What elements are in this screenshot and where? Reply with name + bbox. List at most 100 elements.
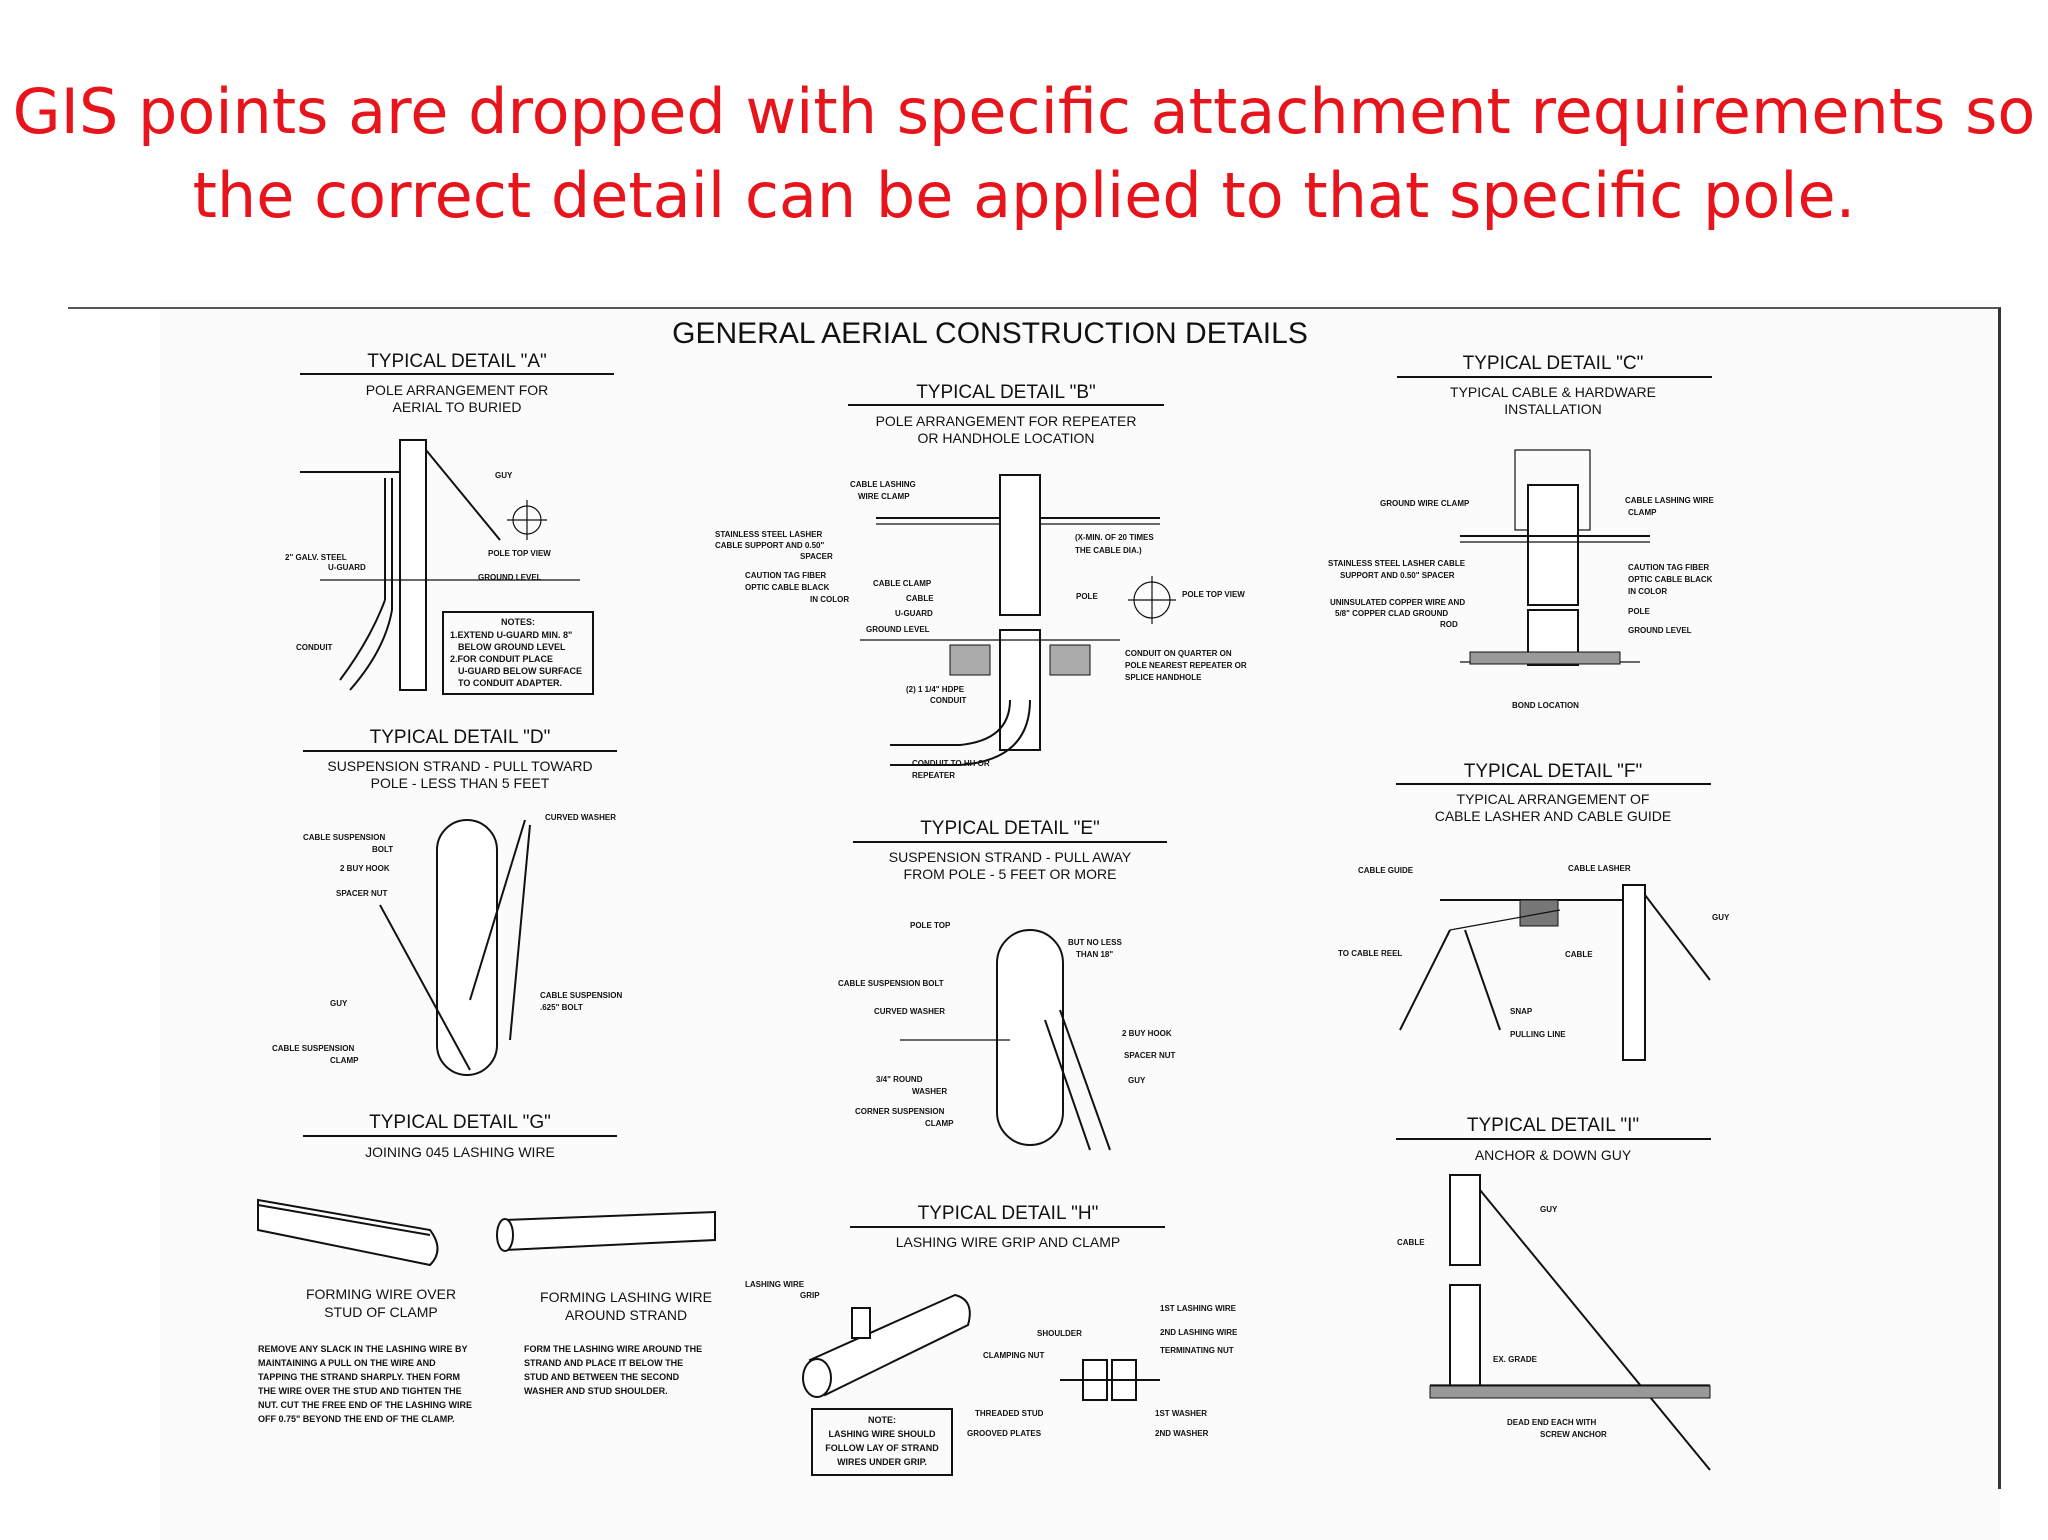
detail-f-sub-2: CABLE LASHER AND CABLE GUIDE	[1435, 808, 1672, 824]
detail-c-label-2: CABLE LASHING WIRE	[1625, 496, 1715, 505]
detail-f-label-3: GUY	[1712, 913, 1730, 922]
detail-h-label-8: THREADED STUD	[975, 1409, 1044, 1418]
detail-b-label-21: SPLICE HANDHOLE	[1125, 673, 1202, 682]
detail-g-text1-line-6: OFF 0.75" BEYOND THE END OF THE CLAMP.	[258, 1414, 455, 1424]
detail-a-note-4: U-GUARD BELOW SURFACE	[458, 666, 582, 676]
detail-g-sub-1: JOINING 045 LASHING WIRE	[365, 1144, 555, 1160]
detail-c-label-10: UNINSULATED COPPER WIRE AND	[1330, 598, 1465, 607]
detail-g-text2-line-2: STRAND AND PLACE IT BELOW THE	[524, 1358, 683, 1368]
detail-d-label-7: CABLE SUSPENSION	[540, 991, 622, 1000]
detail-d-label-6: GUY	[330, 999, 348, 1008]
detail-h-note-title: NOTE:	[868, 1415, 896, 1425]
detail-g-text1-line-1: REMOVE ANY SLACK IN THE LASHING WIRE BY	[258, 1344, 468, 1354]
detail-c: TYPICAL DETAIL "C" TYPICAL CABLE & HARDW…	[1328, 353, 1715, 710]
detail-e-title: TYPICAL DETAIL "E"	[920, 818, 1100, 839]
detail-i-label-3: EX. GRADE	[1493, 1355, 1538, 1364]
detail-g-caption-2b: AROUND STRAND	[565, 1307, 687, 1323]
detail-e-label-7: SPACER NUT	[1124, 1051, 1176, 1060]
detail-i: TYPICAL DETAIL "I" ANCHOR & DOWN GUY GUY…	[1396, 1115, 1711, 1471]
detail-h-label-9: GROOVED PLATES	[967, 1429, 1042, 1438]
detail-h-sub-1: LASHING WIRE GRIP AND CLAMP	[896, 1234, 1121, 1250]
detail-b-label-6: CAUTION TAG FIBER	[745, 571, 826, 580]
detail-f-label-5: CABLE	[1565, 950, 1593, 959]
detail-h: TYPICAL DETAIL "H" LASHING WIRE GRIP AND…	[745, 1203, 1238, 1476]
detail-b-label-4: CABLE SUPPORT AND 0.50"	[715, 541, 825, 550]
detail-a-label-ground: GROUND LEVEL	[478, 573, 542, 582]
detail-e-sub-1: SUSPENSION STRAND - PULL AWAY	[889, 849, 1132, 865]
detail-h-label-6: TERMINATING NUT	[1160, 1346, 1234, 1355]
detail-e-label-10: WASHER	[912, 1087, 947, 1096]
detail-a-note-1: 1.EXTEND U-GUARD MIN. 8"	[450, 630, 572, 640]
detail-a-label-pole-top: POLE TOP VIEW	[488, 549, 551, 558]
detail-g-text2-line-1: FORM THE LASHING WIRE AROUND THE	[524, 1344, 702, 1354]
detail-d-sub-2: POLE - LESS THAN 5 FEET	[371, 775, 550, 791]
detail-b-label-8: IN COLOR	[810, 595, 849, 604]
detail-d-label-9: CABLE SUSPENSION	[272, 1044, 354, 1053]
detail-h-label-11: 2ND WASHER	[1155, 1429, 1209, 1438]
detail-h-label-3: SHOULDER	[1037, 1329, 1082, 1338]
detail-g-text1-line-3: TAPPING THE STRAND SHARPLY. THEN FORM	[258, 1372, 460, 1382]
detail-e-label-11: CORNER SUSPENSION	[855, 1107, 945, 1116]
detail-g-caption-1b: STUD OF CLAMP	[324, 1304, 438, 1320]
detail-i-label-4: DEAD END EACH WITH	[1507, 1418, 1597, 1427]
detail-g-text1-line-4: THE WIRE OVER THE STUD AND TIGHTEN THE	[258, 1386, 462, 1396]
detail-b-label-11: U-GUARD	[895, 609, 933, 618]
detail-b-label-23: REPEATER	[912, 771, 955, 780]
detail-b-label-18: CONDUIT	[930, 696, 967, 705]
detail-g-caption-1a: FORMING WIRE OVER	[306, 1286, 456, 1302]
detail-i-label-5: SCREW ANCHOR	[1540, 1430, 1607, 1439]
detail-d-label-5: SPACER NUT	[336, 889, 388, 898]
detail-b-sub-2: OR HANDHOLE LOCATION	[917, 430, 1094, 446]
detail-a-sub-2: AERIAL TO BURIED	[393, 399, 522, 415]
detail-g-text2-line-4: WASHER AND STUD SHOULDER.	[524, 1386, 668, 1396]
detail-a-note-5: TO CONDUIT ADAPTER.	[458, 678, 562, 688]
detail-b-label-22: CONDUIT TO HH OR	[912, 759, 990, 768]
detail-h-label-2: GRIP	[800, 1291, 820, 1300]
detail-h-label-10: 1ST WASHER	[1155, 1409, 1207, 1418]
detail-d-label-2: CABLE SUSPENSION	[303, 833, 385, 842]
detail-d-label-4: 2 BUY HOOK	[340, 864, 390, 873]
detail-a-title: TYPICAL DETAIL "A"	[367, 351, 547, 372]
detail-f-title: TYPICAL DETAIL "F"	[1464, 761, 1643, 782]
detail-f-label-6: SNAP	[1510, 1007, 1533, 1016]
detail-g-text1-line-5: NUT. CUT THE FREE END OF THE LASHING WIR…	[258, 1400, 472, 1410]
detail-e: TYPICAL DETAIL "E" SUSPENSION STRAND - P…	[838, 818, 1176, 1151]
detail-h-note-3: WIRES UNDER GRIP.	[837, 1457, 927, 1467]
detail-d-label-3: BOLT	[372, 845, 393, 854]
detail-a-note-3: 2.FOR CONDUIT PLACE	[450, 654, 553, 664]
detail-b-title: TYPICAL DETAIL "B"	[916, 382, 1096, 403]
detail-b-label-19: CONDUIT ON QUARTER ON	[1125, 649, 1232, 658]
detail-b-label-14: THE CABLE DIA.)	[1075, 546, 1142, 555]
detail-c-label-12: ROD	[1440, 620, 1458, 629]
detail-f-label-4: TO CABLE REEL	[1338, 949, 1402, 958]
detail-a-sub-1: POLE ARRANGEMENT FOR	[366, 382, 549, 398]
detail-c-label-13: GROUND LEVEL	[1628, 626, 1692, 635]
detail-b-label-7: OPTIC CABLE BLACK	[745, 583, 830, 592]
detail-h-note-1: LASHING WIRE SHOULD	[829, 1429, 936, 1439]
detail-f-label-7: PULLING LINE	[1510, 1030, 1566, 1039]
drawing-sheet-frame	[68, 307, 2001, 1489]
detail-b-sub-1: POLE ARRANGEMENT FOR REPEATER	[876, 413, 1137, 429]
detail-h-note-2: FOLLOW LAY OF STRAND	[825, 1443, 939, 1453]
detail-b-label-12: GROUND LEVEL	[866, 625, 930, 634]
detail-b-label-20: POLE NEAREST REPEATER OR	[1125, 661, 1247, 670]
detail-a-note-2: BELOW GROUND LEVEL	[458, 642, 566, 652]
detail-c-label-11: 5/8" COPPER CLAD GROUND	[1335, 609, 1448, 618]
detail-i-label-1: GUY	[1540, 1205, 1558, 1214]
detail-d-label-8: .625" BOLT	[540, 1003, 583, 1012]
detail-e-label-12: CLAMP	[925, 1119, 954, 1128]
detail-a-notes-title: NOTES:	[501, 617, 535, 627]
detail-d-label-1: CURVED WASHER	[545, 813, 616, 822]
detail-b: TYPICAL DETAIL "B" POLE ARRANGEMENT FOR …	[715, 382, 1247, 780]
detail-b-label-17: (2) 1 1/4" HDPE	[906, 685, 965, 694]
detail-c-sub-2: INSTALLATION	[1504, 401, 1602, 417]
detail-d-sub-1: SUSPENSION STRAND - PULL TOWARD	[327, 758, 592, 774]
detail-i-sub-1: ANCHOR & DOWN GUY	[1475, 1147, 1632, 1163]
detail-c-label-6: CAUTION TAG FIBER	[1628, 563, 1709, 572]
detail-g-caption-2a: FORMING LASHING WIRE	[540, 1289, 712, 1305]
detail-b-label-1: CABLE LASHING	[850, 480, 916, 489]
detail-b-label-10: CABLE	[906, 594, 934, 603]
detail-c-sub-1: TYPICAL CABLE & HARDWARE	[1450, 384, 1656, 400]
detail-h-title: TYPICAL DETAIL "H"	[918, 1203, 1099, 1224]
